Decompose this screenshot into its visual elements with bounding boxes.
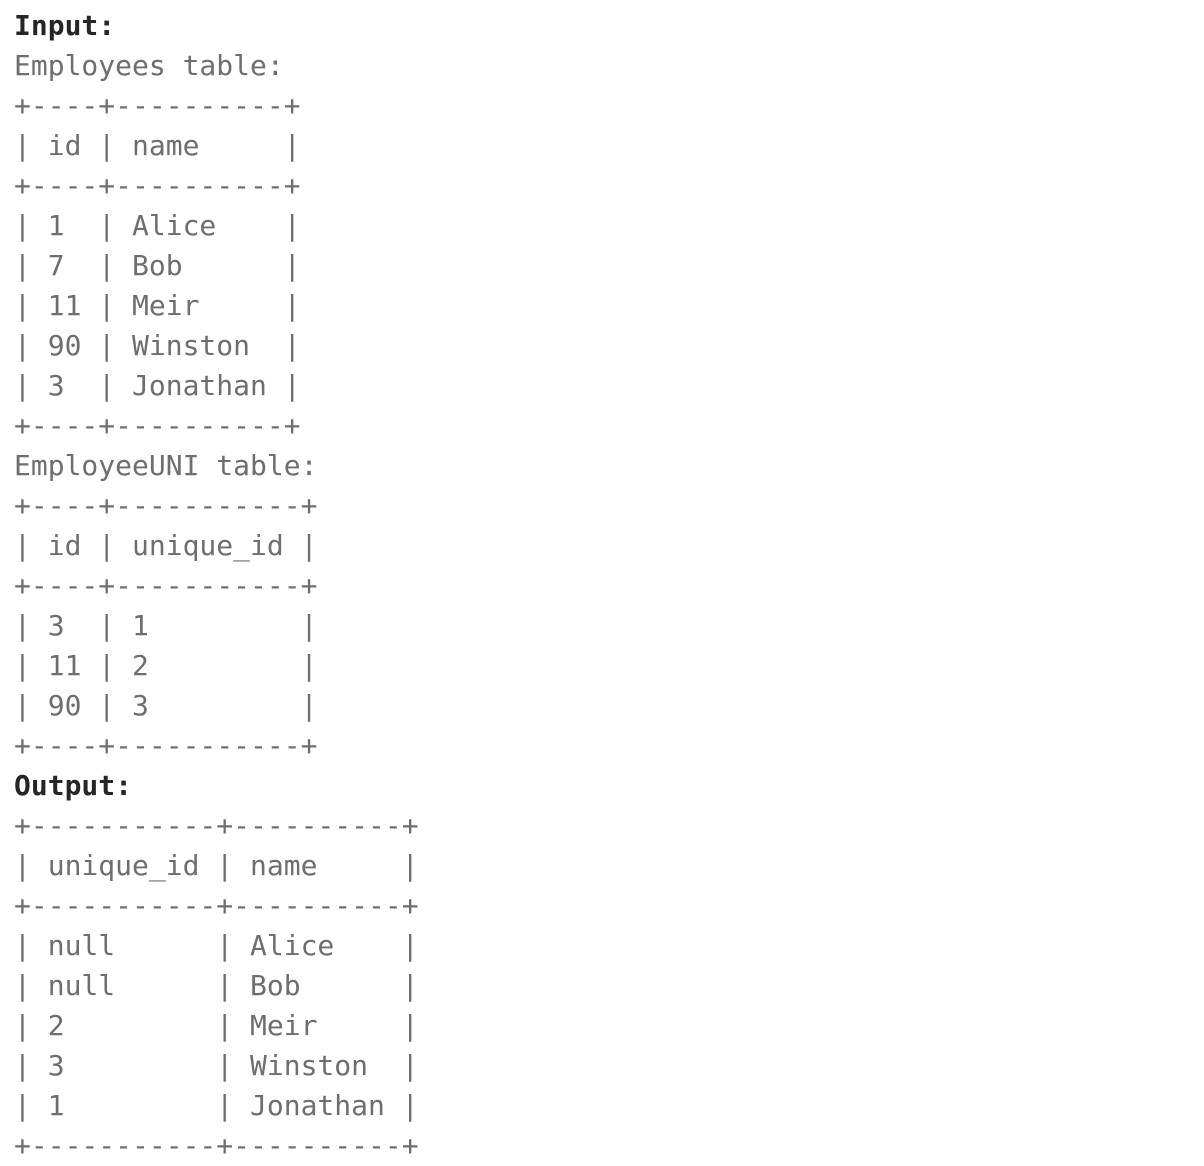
table-row: | 2 | Meir | xyxy=(14,1009,419,1042)
table-border-bottom: +-----------+----------+ xyxy=(14,1129,419,1162)
table-border-top: +----+-----------+ xyxy=(14,489,318,522)
output-heading: Output: xyxy=(14,769,133,802)
section-output: Output: +-----------+----------+ | uniqu… xyxy=(14,766,1204,1166)
table-row: | 1 | Alice | xyxy=(14,209,301,242)
table-row: | 11 | Meir | xyxy=(14,289,301,322)
table-row: | 3 | Winston | xyxy=(14,1049,419,1082)
table-row: | 3 | 1 | xyxy=(14,609,318,642)
table-header-row: | unique_id | name | xyxy=(14,849,419,882)
table-border-top: +-----------+----------+ xyxy=(14,809,419,842)
table-border-header: +----+----------+ xyxy=(14,169,301,202)
table-border-bottom: +----+----------+ xyxy=(14,409,301,442)
table-row: | null | Bob | xyxy=(14,969,419,1002)
table-row: | 90 | 3 | xyxy=(14,689,318,722)
employeeuni-table-caption: EmployeeUNI table: xyxy=(14,449,318,482)
table-row: | 90 | Winston | xyxy=(14,329,301,362)
table-row: | 3 | Jonathan | xyxy=(14,369,301,402)
employees-table-caption: Employees table: xyxy=(14,49,284,82)
table-border-top: +----+----------+ xyxy=(14,89,301,122)
table-border-bottom: +----+-----------+ xyxy=(14,729,318,762)
table-row: | 11 | 2 | xyxy=(14,649,318,682)
table-border-header: +----+-----------+ xyxy=(14,569,318,602)
table-row: | null | Alice | xyxy=(14,929,419,962)
table-row: | 7 | Bob | xyxy=(14,249,301,282)
table-border-header: +-----------+----------+ xyxy=(14,889,419,922)
output-ascii-table: +-----------+----------+ | unique_id | n… xyxy=(14,806,1204,1166)
section-input: Input: Employees table: +----+----------… xyxy=(14,6,1204,766)
employeeuni-ascii-table: +----+-----------+ | id | unique_id | +-… xyxy=(14,486,1204,766)
table-header-row: | id | name | xyxy=(14,129,301,162)
employees-ascii-table: +----+----------+ | id | name | +----+--… xyxy=(14,86,1204,446)
table-header-row: | id | unique_id | xyxy=(14,529,318,562)
input-heading: Input: xyxy=(14,9,116,42)
table-row: | 1 | Jonathan | xyxy=(14,1089,419,1122)
